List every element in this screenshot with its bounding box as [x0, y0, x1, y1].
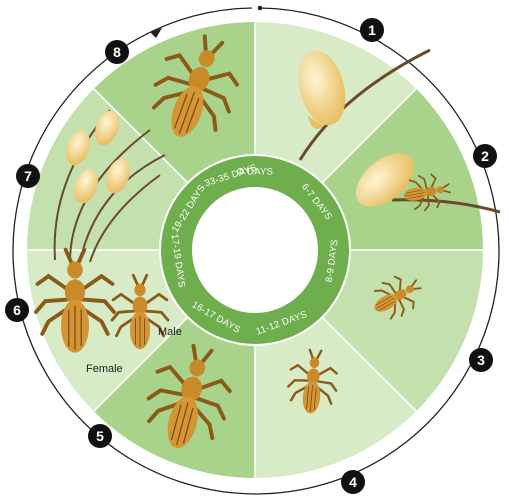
step-number: 3 [477, 352, 485, 368]
step-badge: 8 [105, 40, 129, 64]
female-label: Female [86, 363, 123, 375]
step-badge: 3 [469, 348, 493, 372]
step-badge: 1 [360, 18, 384, 42]
step-number: 7 [24, 168, 32, 184]
step-number: 4 [349, 474, 357, 490]
male-label: Male [158, 326, 182, 338]
step-badge: 5 [88, 424, 112, 448]
step-badge: 6 [5, 298, 29, 322]
step-number: 5 [96, 428, 104, 444]
step-badge: 2 [473, 144, 497, 168]
step-number: 8 [113, 44, 121, 60]
step-number: 6 [13, 302, 21, 318]
step-number: 1 [368, 22, 376, 38]
day-ring [160, 155, 350, 345]
step-badge: 7 [16, 164, 40, 188]
step-number: 2 [481, 148, 489, 164]
step-badge: 4 [341, 470, 365, 494]
